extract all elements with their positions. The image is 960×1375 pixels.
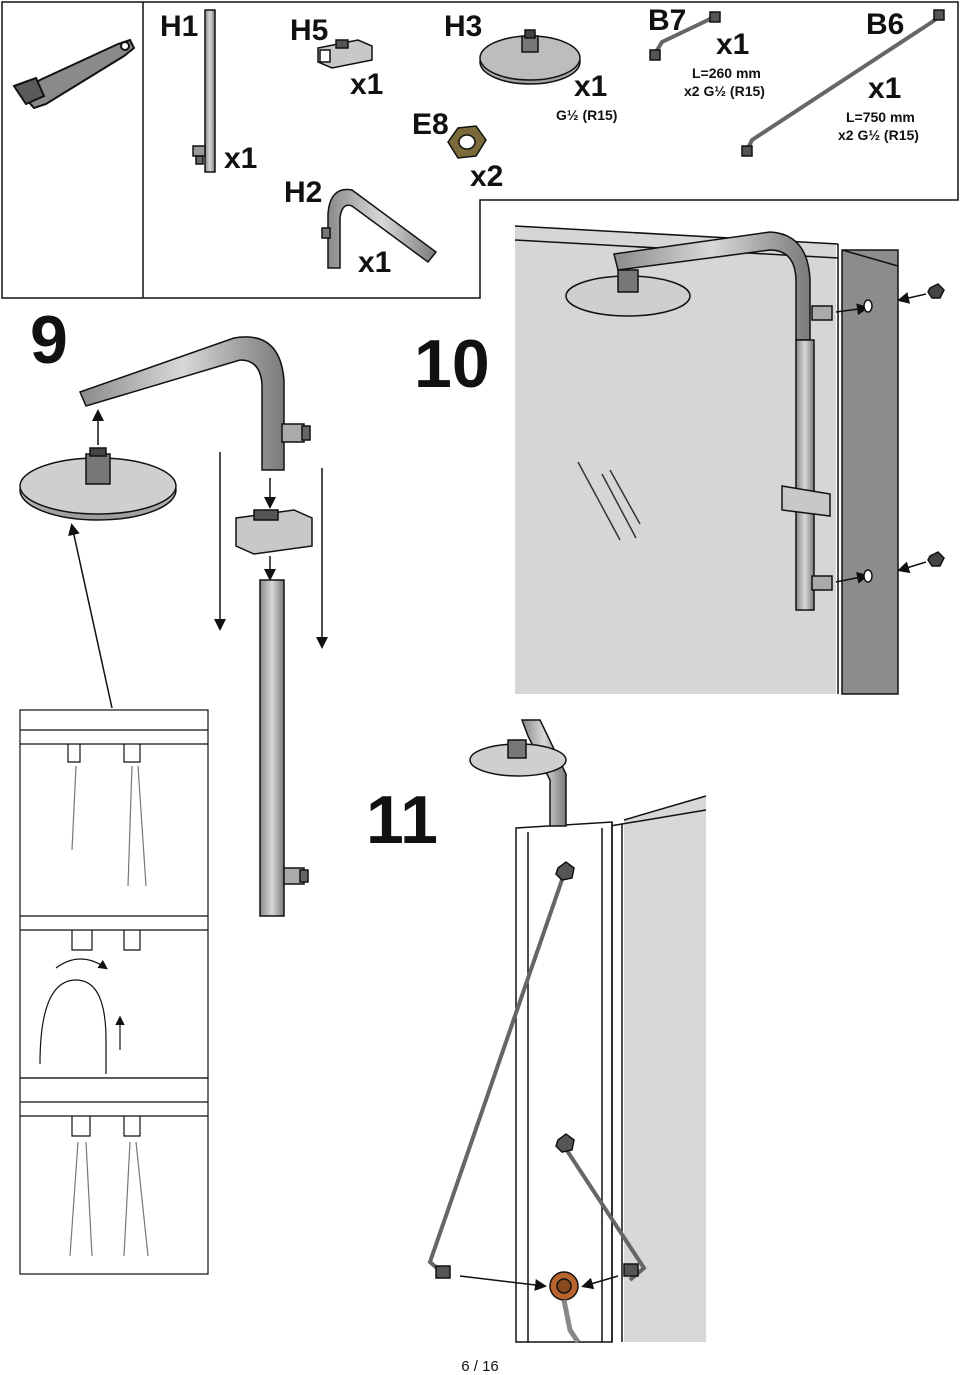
step10-illustration — [514, 225, 945, 695]
h3-qty-label: x1 — [574, 70, 608, 103]
h2-arm-part — [321, 188, 438, 269]
nozzle-cleaning-detail — [19, 709, 209, 1257]
e8-qty-label: x2 — [470, 160, 504, 193]
b7-qty-label: x1 — [716, 28, 750, 61]
b6-qty-label: x1 — [868, 72, 902, 105]
step11-illustration — [427, 719, 707, 1344]
page-number: 6 / 16 — [461, 1358, 499, 1375]
h3-shower-head-part — [479, 29, 581, 85]
h3-thread-spec: G½ (R15) — [556, 107, 618, 123]
b6-thread-spec: x2 G½ (R15) — [838, 127, 919, 143]
h3-code-label: H3 — [444, 10, 483, 43]
e8-code-label: E8 — [412, 108, 449, 141]
step-9-number: 9 — [30, 302, 68, 378]
h5-qty-label: x1 — [350, 68, 384, 101]
b6-hose-part — [741, 9, 945, 157]
h5-slider-part — [317, 39, 373, 69]
b7-code-label: B7 — [648, 4, 687, 37]
b6-length-spec: L=750 mm — [846, 109, 915, 125]
h2-code-label: H2 — [284, 176, 323, 209]
e8-nut-part — [447, 125, 487, 159]
step9-illustration — [19, 336, 328, 917]
h1-code-label: H1 — [160, 10, 199, 43]
b6-code-label: B6 — [866, 8, 905, 41]
step-11-number: 11 — [366, 782, 438, 858]
h1-qty-label: x1 — [224, 142, 258, 175]
step-10-number: 10 — [414, 326, 490, 402]
parts-frame — [1, 1, 959, 299]
h2-qty-label: x1 — [358, 246, 392, 279]
b7-thread-spec: x2 G½ (R15) — [684, 83, 765, 99]
h5-code-label: H5 — [290, 14, 329, 47]
wrench-icon — [12, 38, 136, 110]
b7-length-spec: L=260 mm — [692, 65, 761, 81]
h1-rail-part — [192, 9, 216, 173]
b7-hose-part — [649, 11, 721, 61]
